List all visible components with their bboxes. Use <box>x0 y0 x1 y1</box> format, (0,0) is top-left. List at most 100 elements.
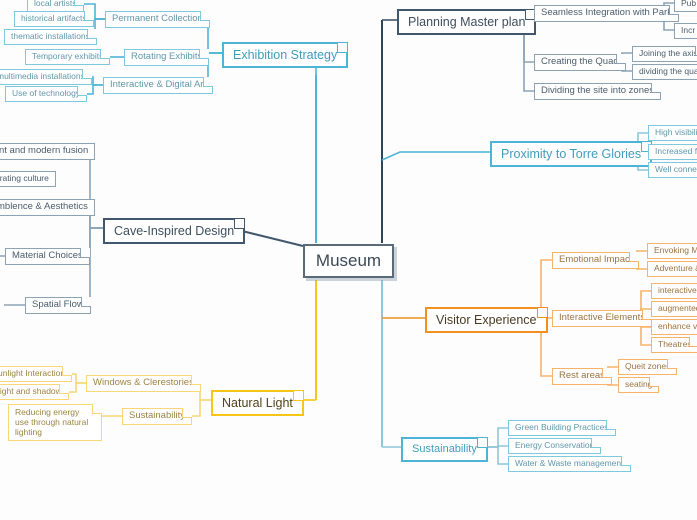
branch-visitor-experience[interactable]: Visitor Experience <box>425 307 548 334</box>
node-historical-artifacts[interactable]: historical artifacts <box>14 11 94 27</box>
node-label: Seamless Integration with Park <box>541 7 672 18</box>
branch-proximity-to-torre-glories[interactable]: Proximity to Torre Glories <box>490 141 653 168</box>
node-label: Spatial Flow <box>32 299 84 310</box>
node-label: Envoking Mys <box>654 245 697 255</box>
node-quiet-zones[interactable]: Queit zones <box>618 359 678 375</box>
node-public-access[interactable]: Pub <box>674 0 697 12</box>
node-label: interactive <box>658 285 697 295</box>
node-multimedia-installations[interactable]: multimedia installations <box>0 69 92 85</box>
node-creating-the-quad[interactable]: Creating the Quad <box>534 54 626 71</box>
node-label: unlight Interaction <box>0 368 66 378</box>
node-label: dividing the quad <box>639 66 697 76</box>
node-label: Well connecte <box>655 164 697 174</box>
node-label: Theatres <box>658 339 692 349</box>
node-natural-light-sustainability[interactable]: Sustainability <box>122 408 192 425</box>
node-label: augmented <box>658 303 697 313</box>
node-label: Use of technology <box>12 88 81 98</box>
node-increased-footfall[interactable]: Increased fo <box>648 144 697 160</box>
branch-sustainability[interactable]: Sustainability <box>401 437 488 462</box>
node-label: Joining the axis <box>639 48 697 58</box>
node-label: seating <box>625 379 653 389</box>
node-label: local artists <box>34 0 77 8</box>
node-label: Dividing the site into zones <box>541 85 655 96</box>
node-interactive[interactable]: interactive <box>651 283 697 299</box>
root-node-museum[interactable]: Museum <box>303 244 394 278</box>
node-sunlight-interaction[interactable]: unlight Interaction <box>0 366 73 382</box>
node-label: Reducing energy use through natural ligh… <box>15 407 89 438</box>
branch-label: Visitor Experience <box>436 313 537 327</box>
node-label: Green Building Practices <box>515 422 609 432</box>
node-high-visibility[interactable]: High visibility <box>648 125 697 141</box>
node-label: Material Choices <box>12 250 83 261</box>
branch-exhibition-strategy[interactable]: Exhibition Strategy <box>222 42 349 69</box>
node-emotional-impact[interactable]: Emotional Impact <box>552 252 640 269</box>
node-green-building-practices[interactable]: Green Building Practices <box>508 420 616 436</box>
node-seating[interactable]: seating <box>618 377 660 393</box>
node-seamless-integration-with-park[interactable]: Seamless Integration with Park <box>534 5 679 22</box>
node-augmented[interactable]: augmented <box>651 301 697 317</box>
node-label: Adventure & d <box>654 263 697 273</box>
root-label: Museum <box>315 251 382 271</box>
node-water-waste-management[interactable]: Water & Waste management <box>508 456 631 472</box>
node-well-connected[interactable]: Well connecte <box>648 162 697 178</box>
node-interactive-elements[interactable]: Interactive Elements <box>552 310 653 327</box>
node-label: Creating the Quad <box>541 56 619 67</box>
node-light-and-shadow[interactable]: light and shadow <box>0 384 69 400</box>
node-ancient-modern-fusion[interactable]: nt and modern fusion <box>0 143 96 160</box>
node-permanent-collection[interactable]: Permanent Collection <box>105 11 210 28</box>
node-temporary-exhibits[interactable]: Temporary exhibits <box>25 49 111 65</box>
node-label: Emotional Impact <box>559 254 633 265</box>
node-enhance-visitor[interactable]: enhance vis <box>651 319 697 335</box>
node-label: Rest areas <box>559 370 605 381</box>
branch-natural-light[interactable]: Natural Light <box>211 390 304 417</box>
branch-cave-inspired-design[interactable]: Cave-Inspired Design <box>103 218 246 245</box>
node-label: Water & Waste management <box>515 458 624 468</box>
node-label: Permanent Collection <box>112 13 203 24</box>
node-label: High visibility <box>655 127 697 137</box>
node-label: Queit zones <box>625 361 671 371</box>
node-energy-conservation[interactable]: Energy Conservation <box>508 438 602 454</box>
node-material-choices[interactable]: Material Choices <box>5 248 90 265</box>
branch-label: Proximity to Torre Glories <box>501 147 642 161</box>
node-joining-the-axis[interactable]: Joining the axis <box>632 46 697 62</box>
branch-label: Natural Light <box>222 396 293 410</box>
node-dividing-the-quad[interactable]: dividing the quad <box>632 64 697 80</box>
node-label: Sustainability <box>129 410 185 421</box>
node-interactive-digital-art[interactable]: Interactive & Digital Art <box>103 77 214 94</box>
node-label: Pub <box>681 0 697 8</box>
branch-label: Planning Master plan <box>408 15 526 29</box>
branch-planning-master-plan[interactable]: Planning Master plan <box>397 9 537 36</box>
node-label: Incr <box>681 25 696 35</box>
node-label: mblence & Aesthetics <box>0 201 88 212</box>
node-label: light and shadow <box>0 386 62 396</box>
node-local-artists[interactable]: local artists <box>27 0 84 12</box>
node-label: nt and modern fusion <box>0 145 89 156</box>
node-ambience-aesthetics[interactable]: mblence & Aesthetics <box>0 199 95 216</box>
node-label: Increased fo <box>655 146 697 156</box>
node-label: Interactive & Digital Art <box>110 79 207 90</box>
branch-label: Exhibition Strategy <box>233 48 338 62</box>
node-label: thematic installations <box>11 31 90 41</box>
node-label: Energy Conservation <box>515 440 595 450</box>
node-rest-areas[interactable]: Rest areas <box>552 368 612 385</box>
node-rotating-exhibits[interactable]: Rotating Exhibits <box>124 49 210 66</box>
node-label: Interactive Elements <box>559 312 646 323</box>
node-spatial-flow[interactable]: Spatial Flow <box>25 297 91 314</box>
node-adventure-discovery[interactable]: Adventure & d <box>647 261 697 277</box>
node-label: enhance vis <box>658 321 697 331</box>
branch-label: Cave-Inspired Design <box>114 224 235 238</box>
node-label: orating culture <box>0 173 49 183</box>
node-evoking-mystery[interactable]: Envoking Mys <box>647 243 697 259</box>
node-incorporating-culture[interactable]: orating culture <box>0 171 56 187</box>
node-thematic-installations[interactable]: thematic installations <box>4 29 97 45</box>
node-reducing-energy-use[interactable]: Reducing energy use through natural ligh… <box>8 404 102 441</box>
node-increased[interactable]: Incr <box>674 23 697 39</box>
node-label: Windows & Clerestories <box>93 377 194 388</box>
node-use-of-technology[interactable]: Use of technology <box>5 86 88 102</box>
branch-label: Sustainability <box>412 443 477 455</box>
node-label: multimedia installations <box>0 71 85 81</box>
node-dividing-the-site-into-zones[interactable]: Dividing the site into zones <box>534 83 662 100</box>
node-windows-clerestories[interactable]: Windows & Clerestories <box>86 375 201 392</box>
node-theatres[interactable]: Theatres <box>651 337 697 353</box>
